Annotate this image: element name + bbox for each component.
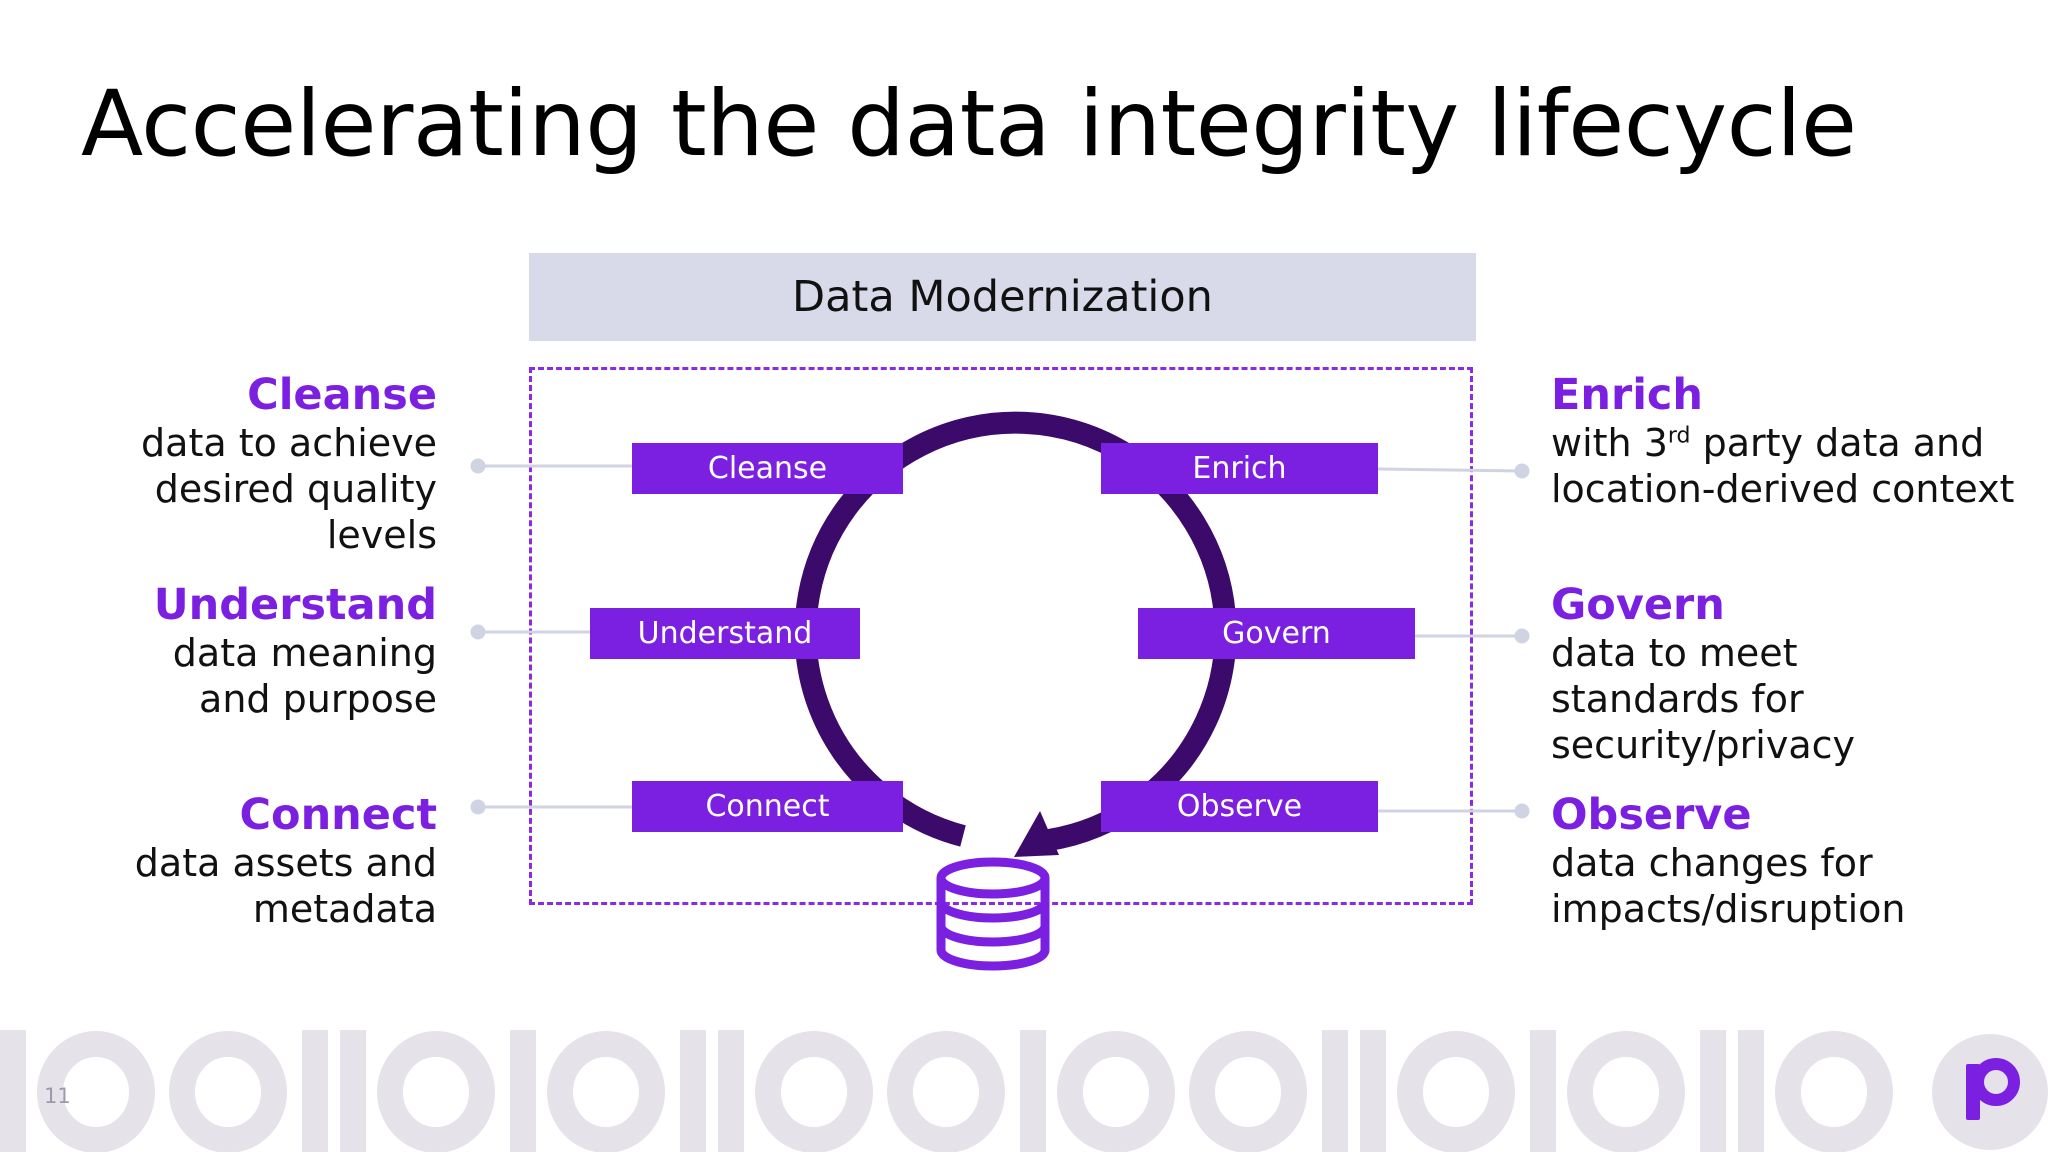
connector-dot-observe (1514, 803, 1530, 819)
description-line: desired quality (154, 467, 437, 511)
description-heading: Observe (1551, 790, 1752, 840)
binary-one-glyph (510, 1030, 536, 1152)
description-observe: Observe data changes for impacts/disrupt… (1551, 790, 1905, 932)
description-heading: Govern (1551, 580, 1725, 630)
description-line: metadata (252, 887, 437, 931)
binary-one-glyph (1738, 1030, 1764, 1152)
connector-dot-enrich (1514, 463, 1530, 479)
brand-logo-icon (1932, 1034, 2048, 1150)
stage-enrich: Enrich (1101, 443, 1378, 494)
description-line: location-derived context (1551, 467, 2015, 511)
binary-one-glyph (718, 1030, 744, 1152)
binary-one-glyph (680, 1030, 706, 1152)
description-enrich: Enrich with 3rd party data and location-… (1551, 370, 2014, 512)
description-line: and purpose (199, 677, 437, 721)
data-modernization-banner: Data Modernization (529, 253, 1476, 341)
description-line: data changes for (1551, 841, 1873, 885)
lifecycle-arrowhead (1014, 811, 1059, 857)
binary-zero-glyph (547, 1031, 665, 1152)
binary-zero-glyph (1397, 1031, 1515, 1152)
banner-label: Data Modernization (792, 272, 1213, 322)
description-text: with 3 (1551, 421, 1668, 465)
binary-zero-glyph (1567, 1031, 1685, 1152)
lifecycle-arc (794, 411, 1237, 851)
description-heading: Cleanse (247, 370, 437, 420)
binary-one-glyph (0, 1030, 26, 1152)
binary-one-glyph (1020, 1030, 1046, 1152)
binary-one-glyph (1360, 1030, 1386, 1152)
stage-understand: Understand (590, 608, 860, 659)
binary-zero-glyph (377, 1031, 495, 1152)
description-line: data assets and (134, 841, 437, 885)
binary-pattern-band (0, 1030, 1893, 1152)
description-line: data meaning (172, 631, 437, 675)
stage-label: Cleanse (707, 451, 828, 486)
binary-one-glyph (1322, 1030, 1348, 1152)
description-understand: Understand data meaning and purpose (154, 580, 437, 722)
binary-one-glyph (1700, 1030, 1726, 1152)
binary-zero-glyph (887, 1031, 1005, 1152)
connector-dot-connect (470, 799, 486, 815)
connector-dot-cleanse (470, 458, 486, 474)
description-line: impacts/disruption (1551, 887, 1906, 931)
stage-label: Connect (705, 789, 830, 824)
binary-zero-glyph (1775, 1031, 1893, 1152)
description-line: standards for (1551, 677, 1804, 721)
stage-label: Govern (1222, 616, 1331, 651)
description-heading: Enrich (1551, 370, 1704, 420)
binary-zero-glyph (37, 1031, 155, 1152)
stage-label: Enrich (1192, 451, 1287, 486)
binary-zero-glyph (755, 1031, 873, 1152)
description-text: party data and (1690, 421, 1985, 465)
stage-connect: Connect (632, 781, 903, 832)
description-line: with 3rd party data and (1551, 421, 1984, 465)
binary-zero-glyph (1057, 1031, 1175, 1152)
description-line: data to meet (1551, 631, 1798, 675)
description-govern: Govern data to meet standards for securi… (1551, 580, 1855, 768)
superscript: rd (1667, 423, 1691, 449)
stage-observe: Observe (1101, 781, 1378, 832)
description-line: data to achieve (141, 421, 437, 465)
description-line: levels (326, 513, 437, 557)
connector-dot-govern (1514, 628, 1530, 644)
description-cleanse: Cleanse data to achieve desired quality … (141, 370, 437, 558)
stage-label: Understand (637, 616, 813, 651)
stage-cleanse: Cleanse (632, 443, 903, 494)
page-number: 11 (44, 1084, 71, 1108)
database-icon (936, 857, 1050, 971)
description-connect: Connect data assets and metadata (135, 790, 437, 932)
binary-one-glyph (340, 1030, 366, 1152)
connector-enrich (1377, 467, 1523, 473)
description-line: security/privacy (1551, 723, 1855, 767)
binary-one-glyph (302, 1030, 328, 1152)
description-heading: Connect (239, 790, 437, 840)
binary-zero-glyph (1189, 1031, 1307, 1152)
binary-zero-glyph (169, 1031, 287, 1152)
stage-label: Observe (1176, 789, 1303, 824)
stage-govern: Govern (1138, 608, 1415, 659)
description-heading: Understand (153, 580, 437, 630)
binary-one-glyph (1530, 1030, 1556, 1152)
connector-dot-understand (470, 624, 486, 640)
slide-title: Accelerating the data integrity lifecycl… (81, 72, 1857, 177)
